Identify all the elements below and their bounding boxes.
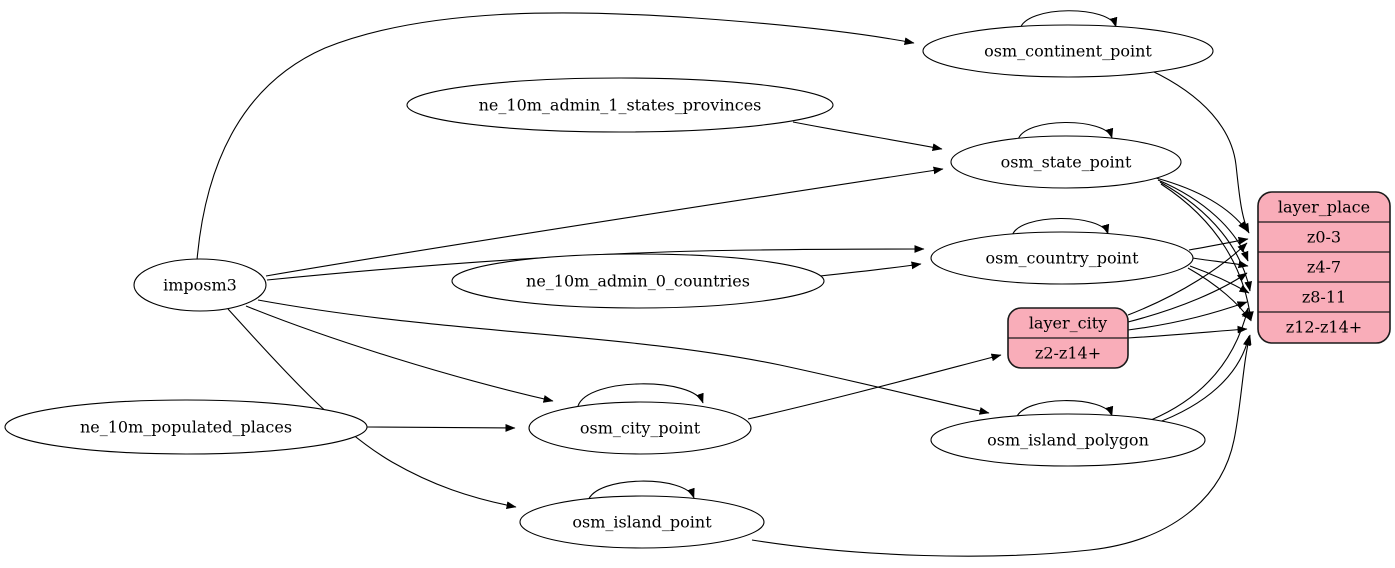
edge-osm_state_point-z12-z14: [1160, 183, 1254, 322]
edge-selfloop-osm_continent_point: [1019, 10, 1118, 30]
edge-imposm3-osm_country_point: [266, 245, 925, 281]
edge-selfloop-osm_city_point: [577, 383, 704, 407]
edges: [196, 10, 1254, 557]
node-osm_country_point: osm_country_point: [930, 231, 1194, 285]
imposm3-label: imposm3: [163, 276, 237, 295]
layer_city-row-z2-z14: z2-z14+: [1035, 344, 1101, 363]
edge-ne_10m_admin_0_countries-osm_country_point: [819, 261, 922, 277]
osm_continent_point-label: osm_continent_point: [984, 42, 1152, 61]
node-ne_10m_populated_places: ne_10m_populated_places: [4, 399, 368, 455]
edge-osm_state_point-z0-3: [1155, 177, 1248, 232]
edge-imposm3-osm_state_point: [265, 166, 944, 277]
osm_continent_point-shape: [922, 24, 1214, 78]
edge-layer_city-z0-3: [1127, 242, 1248, 316]
node-osm_island_point: osm_island_point: [519, 495, 765, 549]
edge-selfloop-osm_state_point: [1017, 121, 1114, 141]
node-imposm3: imposm3: [133, 258, 267, 312]
node-ne_10m_admin_1_states_provinces: ne_10m_admin_1_states_provinces: [406, 77, 834, 133]
edge-osm_island_polygon-z12-z14: [1153, 335, 1251, 425]
edge-osm_country_point-z8-11: [1189, 265, 1250, 294]
node-osm_continent_point: osm_continent_point: [922, 24, 1214, 78]
layer_place-header: layer_place: [1278, 198, 1370, 217]
ne_10m_populated_places-label: ne_10m_populated_places: [80, 418, 292, 437]
osm_island_polygon-label: osm_island_polygon: [987, 431, 1149, 450]
node-layer_city: layer_city z2-z14+: [1007, 307, 1129, 369]
osm_island_point-shape: [519, 495, 765, 549]
edge-osm_continent_point-z0-3: [1149, 69, 1250, 234]
osm_country_point-shape: [930, 231, 1194, 285]
edge-imposm3-osm_city_point: [245, 305, 554, 403]
osm_state_point-shape: [950, 135, 1182, 189]
layer_place-row-z12-z14: z12-z14+: [1286, 318, 1362, 337]
edge-osm_island_point-z12-z14: [751, 334, 1252, 557]
ne_10m_populated_places-shape: [4, 399, 368, 455]
osm_island_point-label: osm_island_point: [572, 513, 712, 532]
layer_place-row-z8-11: z8-11: [1302, 288, 1346, 307]
edge-osm_state_point-z8-11: [1159, 181, 1253, 292]
edge-layer_city-z12-z14: [1127, 325, 1248, 339]
edge-selfloop-osm_island_point: [587, 480, 695, 502]
imposm3-shape: [133, 258, 267, 312]
edge-imposm3-osm_continent_point: [196, 12, 915, 261]
edge-imposm3-osm_island_polygon: [257, 299, 990, 415]
node-layer_place: layer_place z0-3 z4-7 z8-11 z12-z14+: [1257, 191, 1391, 344]
edge-osm_city_point-layer_city_z2-z14: [747, 353, 1002, 420]
edge-osm_island_polygon-z8-11: [1150, 307, 1250, 421]
node-ne_10m_admin_0_countries: ne_10m_admin_0_countries: [451, 253, 825, 309]
edge-osm_country_point-z4-7: [1191, 257, 1249, 269]
osm_city_point-label: osm_city_point: [580, 419, 701, 438]
ne_10m_admin_1_states_provinces-shape: [406, 77, 834, 133]
node-osm_island_polygon: osm_island_polygon: [930, 413, 1206, 467]
ne_10m_admin_1_states_provinces-label: ne_10m_admin_1_states_provinces: [479, 96, 762, 115]
edge-layer_city-z8-11: [1127, 301, 1248, 331]
osm_city_point-shape: [528, 401, 752, 455]
edge-osm_country_point-z0-3: [1188, 236, 1249, 251]
node-osm_city_point: osm_city_point: [528, 401, 752, 455]
edge-osm_country_point-z12-z14: [1187, 267, 1251, 321]
layer_place-shape: [1257, 191, 1391, 344]
edge-selfloop-osm_country_point: [1011, 217, 1110, 237]
layer_place-row-z4-7: z4-7: [1307, 258, 1341, 277]
ne_10m_admin_0_countries-shape: [451, 253, 825, 309]
osm_state_point-label: osm_state_point: [1001, 153, 1132, 172]
osm_island_polygon-shape: [930, 413, 1206, 467]
edge-ne_10m_admin_1_states_provinces-osm_state_point: [792, 121, 943, 152]
node-osm_state_point: osm_state_point: [950, 135, 1182, 189]
edge-layer_city-z4-7: [1127, 272, 1248, 323]
edge-selfloop-osm_island_polygon: [1015, 400, 1114, 420]
layer_city-header: layer_city: [1029, 314, 1107, 333]
layer_place-row-z0-3: z0-3: [1307, 228, 1341, 247]
osm_country_point-label: osm_country_point: [985, 249, 1139, 268]
ne_10m_admin_0_countries-label: ne_10m_admin_0_countries: [526, 272, 750, 291]
edge-imposm3-osm_island_point: [227, 308, 517, 510]
edge-ne_10m_populated_places-osm_city_point: [366, 424, 516, 432]
